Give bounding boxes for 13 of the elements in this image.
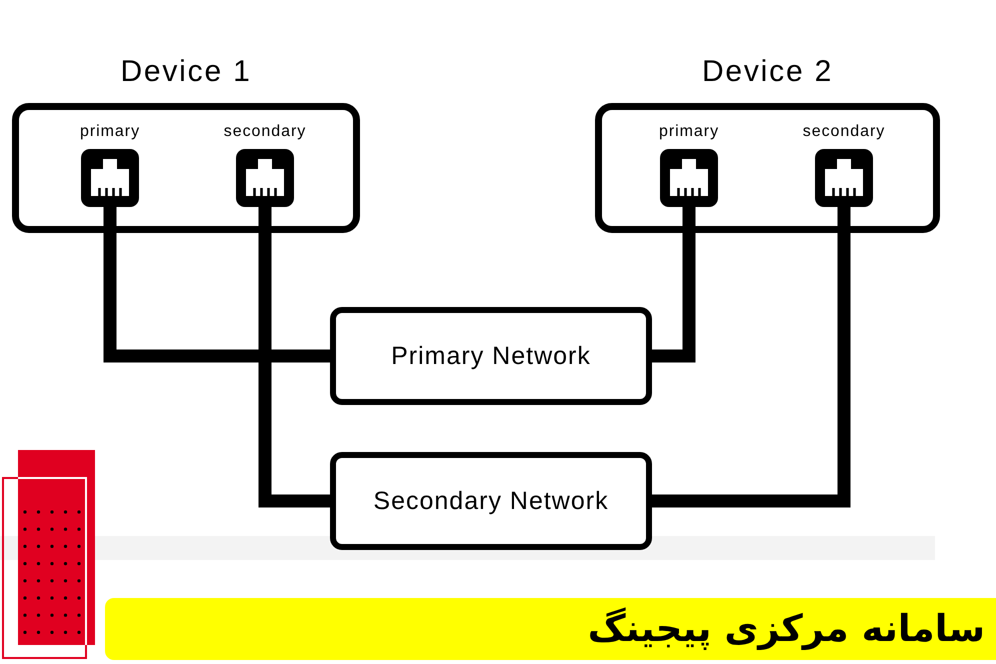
network-box: Primary Network — [330, 307, 652, 405]
port-label: secondary — [802, 122, 886, 142]
device-title: Device 1 — [120, 54, 252, 90]
port-label: primary — [80, 122, 140, 142]
cable-line — [104, 207, 330, 362]
network-box: Secondary Network — [330, 452, 652, 550]
cable-line — [652, 207, 696, 362]
cable-line — [652, 207, 850, 508]
cable-line — [258, 207, 330, 508]
banner-title: سامانه مرکزی پیجینگ — [588, 606, 985, 652]
port-label: primary — [658, 122, 720, 142]
port-label: secondary — [224, 122, 306, 142]
device-title: Device 2 — [702, 54, 834, 90]
